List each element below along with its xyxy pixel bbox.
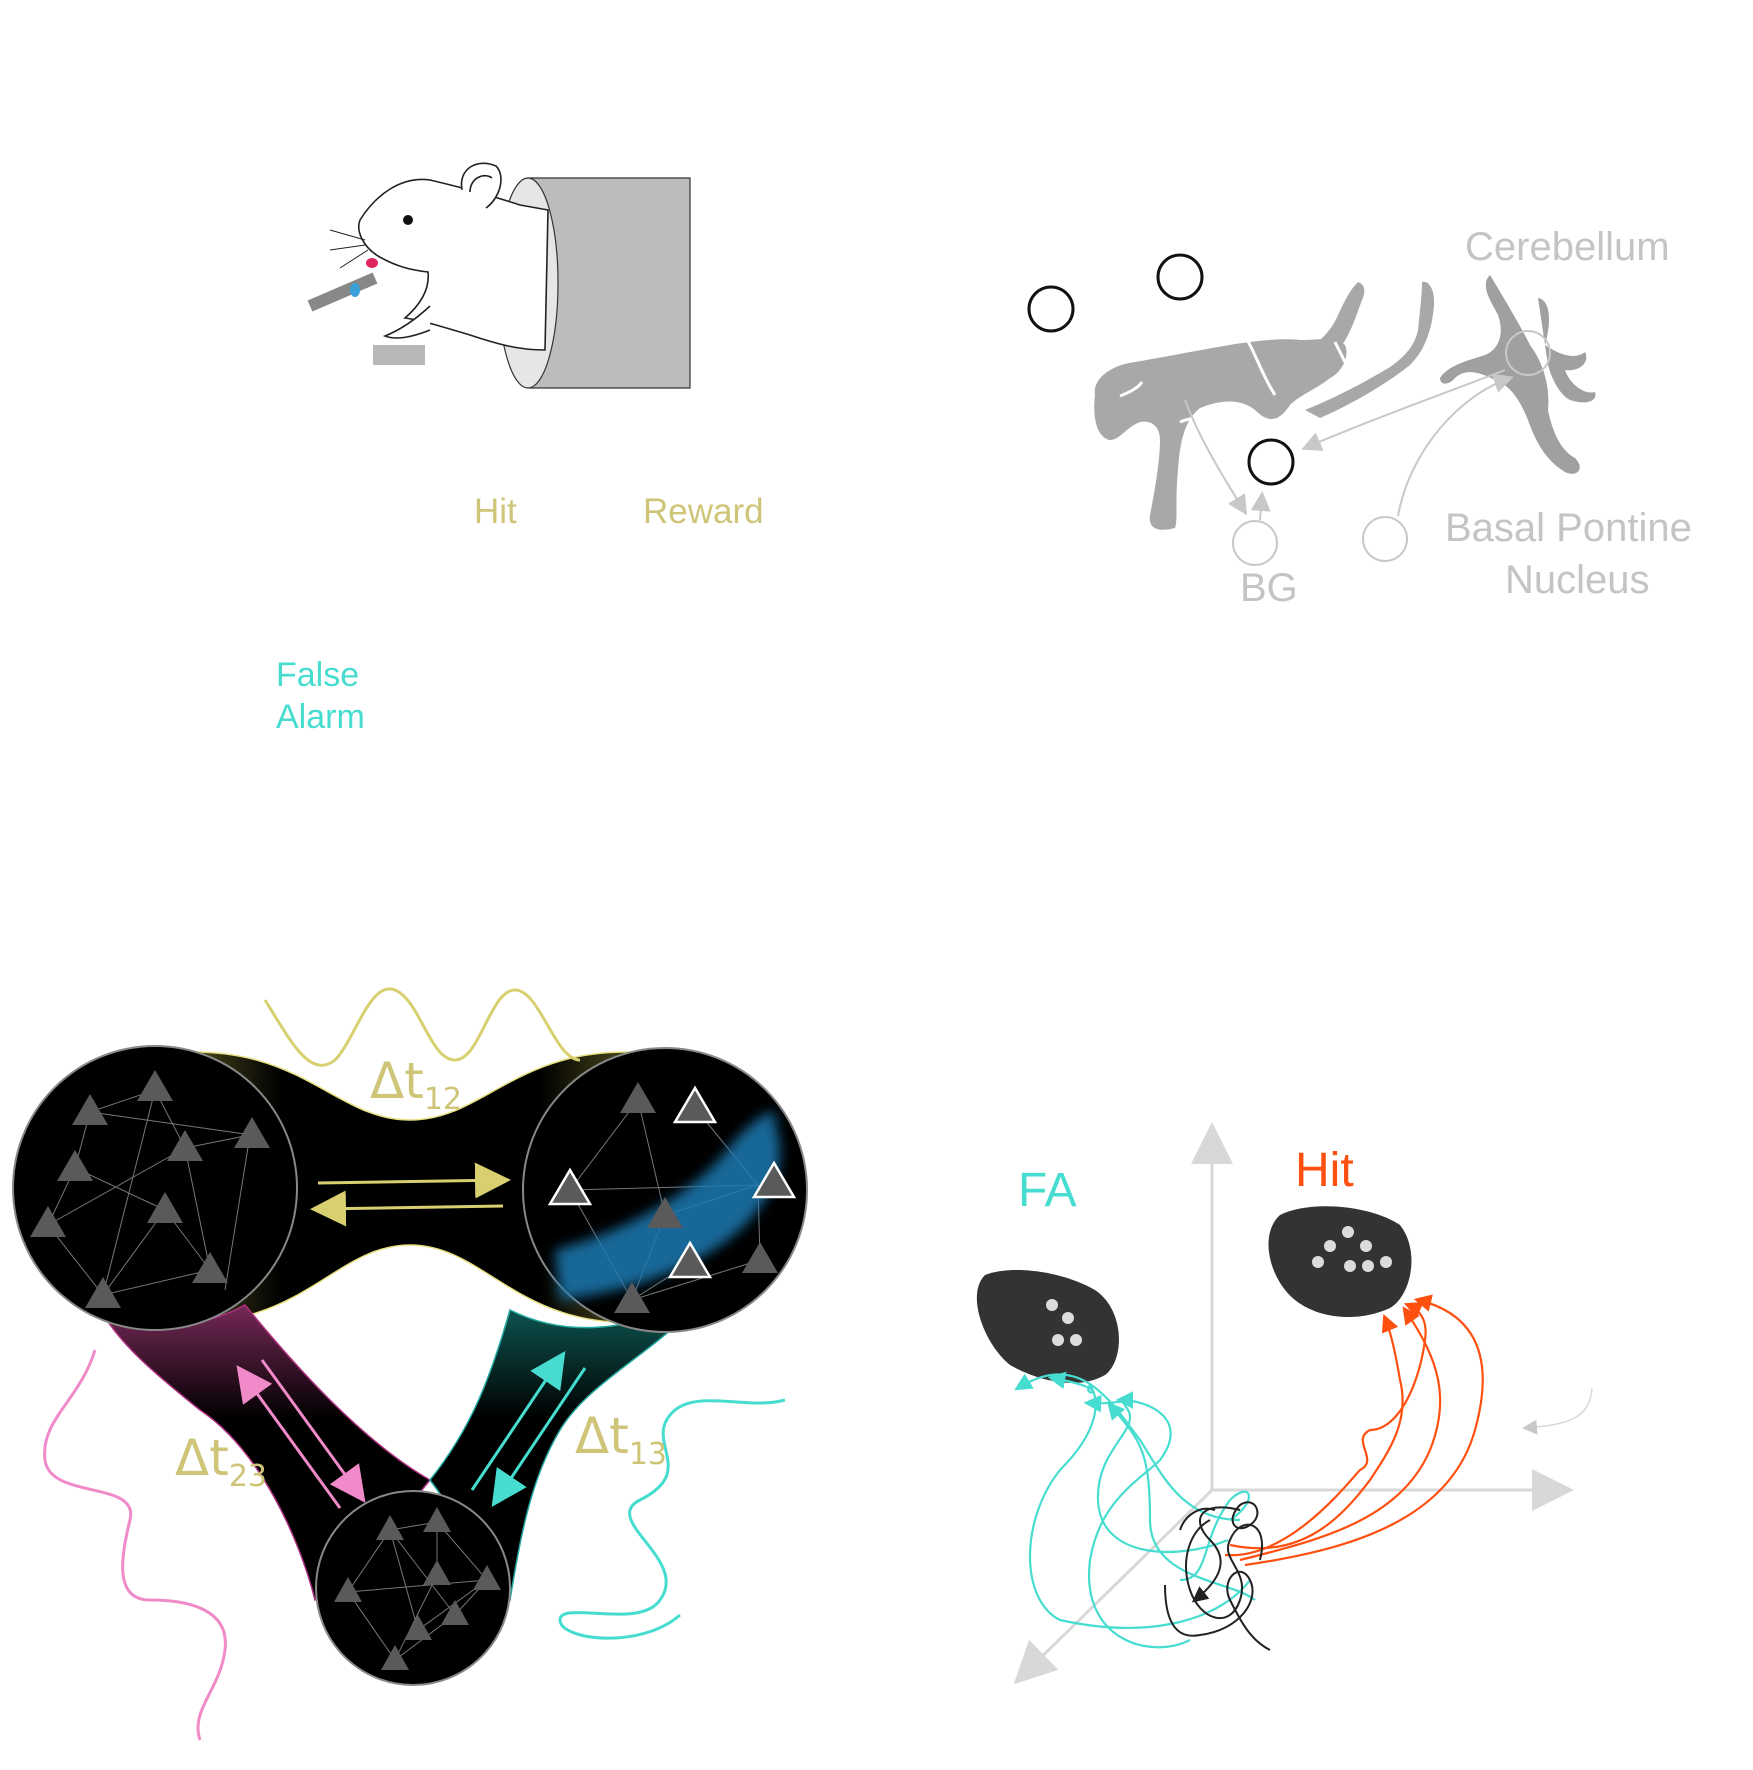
fa-cluster-dots [1046, 1299, 1082, 1346]
hit-cluster-label: Hit [1295, 1144, 1354, 1197]
hit-cluster [1268, 1206, 1412, 1318]
fa-cluster-label: FA [1018, 1164, 1077, 1217]
hit-trajectories [1224, 1294, 1484, 1567]
bg-label: BG [1240, 566, 1298, 610]
delay-13-subscript: 13 [628, 1437, 667, 1472]
cortex-striatum-shape [1094, 339, 1347, 530]
link-13-arrows [470, 1351, 587, 1507]
axis-depth [1013, 1488, 1214, 1685]
mouse-ear [460, 162, 502, 209]
lever-pad [373, 345, 425, 365]
delay-12-subscript: 12 [423, 1082, 462, 1117]
cerebellum-label: Cerebellum [1465, 225, 1670, 269]
oscillation-13 [558, 1398, 786, 1640]
pathway-arrows [1184, 369, 1514, 521]
cerebellar-nucleus-circle [1505, 330, 1551, 376]
mouse-paw [382, 305, 431, 339]
basal-pontine-label-line2: Nucleus [1505, 558, 1650, 602]
pathway-circles [1232, 330, 1551, 566]
node-1 [12, 1045, 298, 1331]
fa-cluster [976, 1270, 1119, 1383]
delay-23-subscript: 23 [228, 1459, 267, 1494]
delay-13-symbol: Δt [575, 1407, 629, 1465]
delay-12-label: Δt12 [370, 1052, 462, 1118]
link-23-arrows [236, 1359, 366, 1509]
mouse-illustration [329, 162, 549, 351]
origin-trajectories [1164, 1501, 1271, 1651]
oscillation-12 [263, 987, 581, 1067]
cerebellum-shape [1440, 275, 1596, 474]
reward-outcome-label: Reward [643, 492, 764, 531]
fa-trajectories [1014, 1371, 1256, 1649]
water-drop [350, 283, 360, 297]
target-circle-2 [1156, 253, 1204, 301]
lick-spout [307, 258, 378, 312]
target-circle-1 [1027, 285, 1075, 333]
behavior-panel [307, 162, 691, 389]
anatomy-panel [1027, 253, 1596, 566]
state-space-panel [976, 1122, 1593, 1685]
node-1-neurons [30, 1070, 270, 1308]
delay-13-label: Δt13 [575, 1407, 667, 1473]
node-2-neurons [614, 1082, 778, 1313]
state-space-axes [1013, 1122, 1574, 1685]
bg-circle [1232, 520, 1278, 566]
delay-12-symbol: Δt [370, 1052, 424, 1110]
oscillation-23 [43, 1349, 227, 1741]
target-circle-3 [1247, 438, 1295, 486]
delay-23-symbol: Δt [175, 1429, 229, 1487]
target-circles [1027, 253, 1295, 486]
node-3 [315, 1490, 511, 1686]
node-3-neurons [334, 1507, 501, 1670]
brain-section [1094, 275, 1596, 530]
tongue [366, 258, 378, 268]
delay-23-label: Δt23 [175, 1429, 267, 1495]
curved-indicator-arrow [1522, 1387, 1593, 1435]
hit-outcome-label: Hit [474, 492, 517, 531]
network-panel [12, 987, 808, 1741]
false-alarm-label-line1: False [276, 656, 360, 694]
mouse-eye [403, 215, 413, 225]
bpn-circle [1362, 516, 1408, 562]
link-12-arrows [310, 1162, 511, 1227]
node-2 [522, 1047, 808, 1333]
hit-cluster-dots [1312, 1226, 1392, 1272]
mouse-whiskers [329, 229, 369, 269]
false-alarm-label-line2: Alarm [276, 698, 365, 736]
mouse-body [358, 178, 549, 351]
basal-pontine-label-line1: Basal Pontine [1445, 506, 1692, 550]
white-boundaries [1119, 335, 1350, 424]
node-2-active-neurons [547, 1085, 797, 1279]
hippocampal-arc [1292, 282, 1365, 375]
mouse-ear-inner [469, 174, 493, 193]
posterior-band [1305, 281, 1435, 418]
